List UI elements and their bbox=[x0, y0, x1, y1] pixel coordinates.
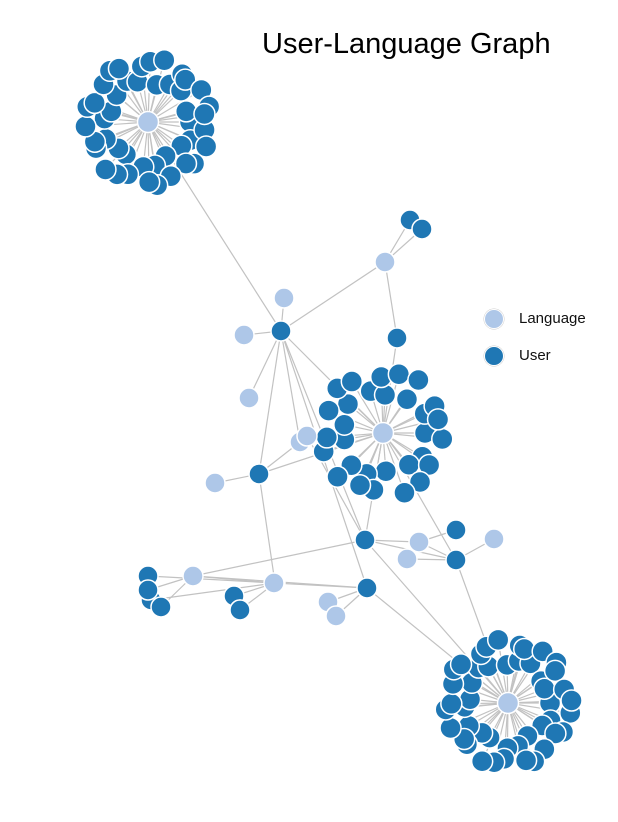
user-node bbox=[426, 408, 450, 431]
user-node bbox=[150, 596, 172, 618]
user-node bbox=[107, 57, 131, 80]
user-node bbox=[94, 158, 117, 181]
language-node bbox=[233, 324, 255, 346]
user-node bbox=[174, 68, 197, 91]
user-node bbox=[387, 362, 411, 386]
graph-edge bbox=[258, 330, 282, 475]
language-node bbox=[204, 472, 226, 494]
graph-edge bbox=[192, 539, 366, 577]
user-node bbox=[395, 387, 419, 411]
language-node bbox=[396, 548, 418, 570]
legend-item-language: Language bbox=[484, 300, 586, 337]
graph-edge bbox=[382, 432, 457, 561]
graph-title: User-Language Graph bbox=[262, 28, 551, 60]
user-node bbox=[83, 91, 106, 115]
user-node bbox=[317, 399, 340, 422]
user-node bbox=[74, 115, 97, 138]
user-node bbox=[229, 599, 251, 621]
user-node bbox=[354, 529, 376, 551]
user-node bbox=[407, 368, 430, 392]
user-node bbox=[348, 473, 372, 497]
language-node bbox=[238, 387, 260, 409]
user-node bbox=[449, 653, 473, 676]
user-node bbox=[340, 370, 364, 393]
language-node bbox=[483, 528, 505, 550]
language-node bbox=[263, 572, 285, 594]
user-node bbox=[544, 722, 567, 745]
user-node bbox=[193, 102, 216, 126]
node-layer bbox=[74, 48, 583, 774]
legend-label-user: User bbox=[519, 347, 551, 364]
legend-item-user: User bbox=[484, 337, 586, 374]
language-node bbox=[408, 531, 430, 553]
user-node bbox=[470, 750, 494, 773]
language-node bbox=[296, 425, 318, 447]
user-node bbox=[411, 218, 433, 240]
graph-edge bbox=[248, 330, 282, 399]
language-swatch-icon bbox=[484, 308, 504, 329]
legend: Language User bbox=[484, 300, 586, 374]
user-node bbox=[408, 470, 432, 494]
user-node bbox=[326, 465, 349, 489]
language-node bbox=[325, 605, 347, 627]
user-node bbox=[248, 463, 270, 485]
graph-edge bbox=[273, 582, 368, 589]
user-node bbox=[486, 628, 510, 652]
user-node bbox=[153, 48, 176, 72]
user-node bbox=[440, 692, 463, 716]
user-node bbox=[445, 519, 467, 541]
language-node bbox=[182, 565, 204, 587]
user-node bbox=[194, 135, 218, 158]
legend-label-language: Language bbox=[519, 310, 586, 327]
user-node bbox=[315, 426, 339, 449]
graph-edge bbox=[280, 330, 301, 443]
user-node bbox=[445, 549, 467, 571]
user-node bbox=[543, 659, 567, 683]
graph-edge bbox=[384, 261, 398, 339]
graph-edge bbox=[258, 473, 276, 584]
language-node bbox=[374, 251, 396, 273]
graph-edge bbox=[147, 575, 276, 584]
user-node bbox=[512, 637, 536, 661]
graph-edge bbox=[364, 539, 509, 704]
user-node bbox=[356, 577, 378, 599]
user-node bbox=[439, 716, 462, 740]
user-node bbox=[270, 320, 292, 342]
user-node bbox=[374, 459, 398, 483]
language-hub-node bbox=[496, 691, 520, 715]
user-node bbox=[431, 427, 454, 451]
user-node bbox=[137, 170, 161, 194]
language-hub-node bbox=[136, 110, 160, 134]
user-node bbox=[174, 152, 198, 175]
user-node bbox=[393, 481, 416, 505]
graph-edge bbox=[280, 261, 386, 332]
language-node bbox=[273, 287, 295, 309]
user-node bbox=[386, 327, 408, 349]
user-node bbox=[560, 689, 583, 712]
user-swatch-icon bbox=[484, 345, 504, 366]
language-hub-node bbox=[371, 421, 395, 445]
user-node bbox=[514, 749, 538, 772]
user-node bbox=[137, 579, 159, 601]
